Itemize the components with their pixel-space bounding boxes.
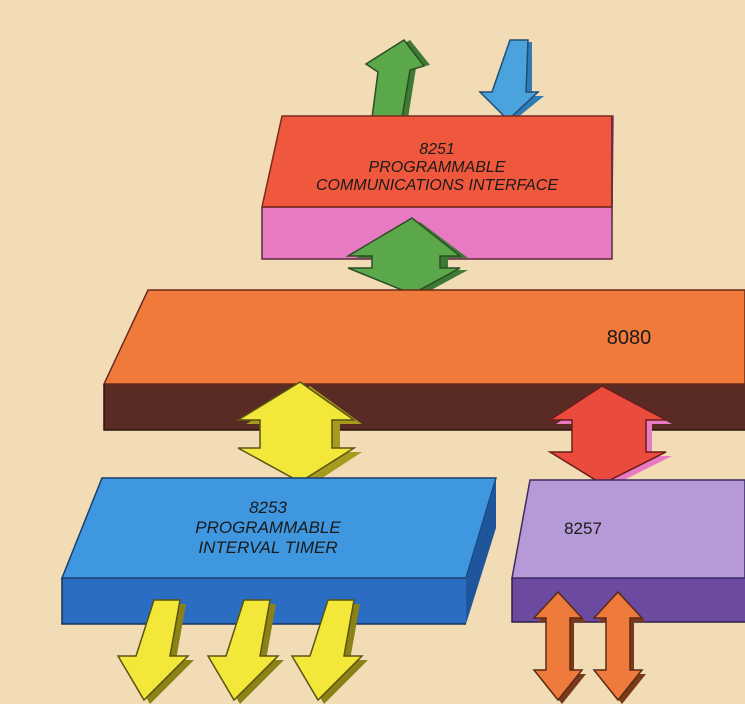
timer-output-arrow-1 (116, 599, 194, 704)
block-8253-line1: PROGRAMMABLE (195, 518, 341, 537)
dma-io-arrow-1 (532, 590, 586, 704)
block-8080-part: 8080 (607, 327, 652, 349)
block-8251-line1: PROGRAMMABLE (369, 159, 506, 176)
bus-arrow-8080-8253 (235, 381, 362, 486)
block-8253-line2: INTERVAL TIMER (198, 538, 337, 557)
block-8257: 8257 (511, 479, 745, 623)
bus-arrow-8251-8080 (345, 217, 468, 296)
bus-arrow-8080-8257 (547, 385, 672, 488)
block-8253-part: 8253 (249, 498, 287, 517)
block-8080: 8080 (102, 289, 745, 431)
serial-out-arrow (364, 39, 430, 119)
timer-output-arrow-3 (290, 599, 368, 704)
block-8251-part: 8251 (419, 141, 455, 158)
serial-in-arrow (478, 39, 544, 122)
block-8251: 8251 PROGRAMMABLE COMMUNICATIONS INTERFA… (261, 115, 614, 260)
block-8251-front (262, 207, 612, 259)
dma-io-arrow-2 (592, 590, 646, 704)
block-8257-top (511, 479, 745, 579)
block-8251-line2: COMMUNICATIONS INTERFACE (316, 177, 558, 194)
timer-output-arrow-2 (206, 599, 284, 704)
block-8257-part: 8257 (564, 519, 602, 538)
block-8253: 8253 PROGRAMMABLE INTERVAL TIMER (60, 477, 498, 625)
block-8080-top (102, 289, 745, 385)
